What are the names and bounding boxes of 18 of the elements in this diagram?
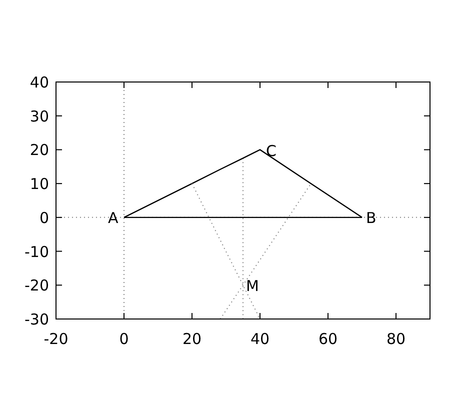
x-tick-label: 80 (386, 330, 406, 348)
point-label: M (246, 277, 259, 295)
x-tick-label: 20 (182, 330, 202, 348)
x-tick-label: 0 (119, 330, 129, 348)
y-tick-label: -20 (24, 276, 49, 295)
y-tick-label: 20 (30, 141, 49, 160)
y-tick-label: -30 (24, 310, 49, 328)
y-tick-label: 0 (39, 208, 49, 227)
point-label: B (366, 209, 376, 227)
point-label: C (266, 142, 276, 160)
point-label: A (108, 209, 118, 227)
y-tick-label: 40 (30, 74, 49, 92)
x-tick-label: -20 (44, 330, 68, 348)
x-tick-label: 60 (318, 330, 338, 348)
y-tick-label: -10 (24, 242, 49, 261)
y-tick-label: 10 (30, 175, 49, 194)
y-tick-label: 30 (30, 107, 49, 126)
x-tick-label: 40 (250, 330, 270, 348)
